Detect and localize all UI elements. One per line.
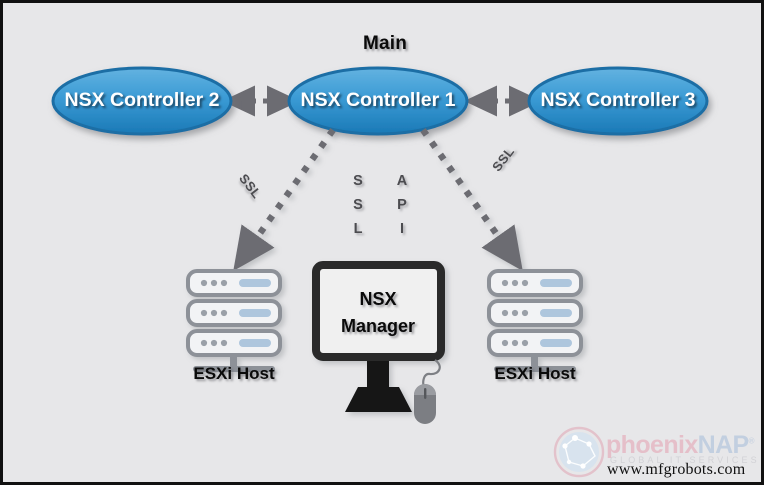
nsx-manager-label-line2: Manager <box>340 316 416 336</box>
nsx-controller-2-label: NSX Controller 2 <box>64 89 220 111</box>
ssl-letter-l: L <box>353 221 363 237</box>
ssl-letter-s2: S <box>353 197 363 213</box>
nsx-controller-1-node[interactable] <box>287 66 469 136</box>
wordmark-superscript: ® <box>748 436 755 446</box>
nsx-controller-1-label: NSX Controller 1 <box>300 89 456 111</box>
api-letter-a: A <box>396 173 408 189</box>
nsx-controller-2-node[interactable] <box>51 66 233 136</box>
downlink-right-ssl <box>420 128 523 272</box>
site-url-watermark: www.mfgrobots.com <box>607 461 746 478</box>
wordmark-part1: phoenix <box>606 431 698 459</box>
main-controller-annotation: Main <box>362 33 408 54</box>
diagram-graphics <box>51 66 709 424</box>
phoenixnap-tagline: GLOBAL IT SERVICES <box>610 455 760 465</box>
api-letter-i: I <box>399 221 405 237</box>
esxi-host-left-label: ESXi Host <box>193 364 275 383</box>
network-globe-icon <box>553 426 605 478</box>
desktop-monitor-icon <box>312 261 445 412</box>
wordmark-part2: NAP <box>697 431 750 459</box>
computer-mouse-icon <box>414 359 441 424</box>
server-rack-icon <box>487 269 583 372</box>
phoenixnap-wordmark: phoenixNAP® <box>606 431 755 460</box>
nsx-controller-3-label: NSX Controller 3 <box>540 89 696 111</box>
api-letter-p: P <box>397 197 407 213</box>
esxi-host-right-label: ESXi Host <box>494 364 576 383</box>
downlink-left-ssl <box>233 128 336 272</box>
server-rack-icon <box>186 269 282 372</box>
nsx-controller-3-node[interactable] <box>527 66 709 136</box>
nsx-manager-label-line1: NSX <box>359 289 397 309</box>
ssl-letter-s1: S <box>353 173 363 189</box>
